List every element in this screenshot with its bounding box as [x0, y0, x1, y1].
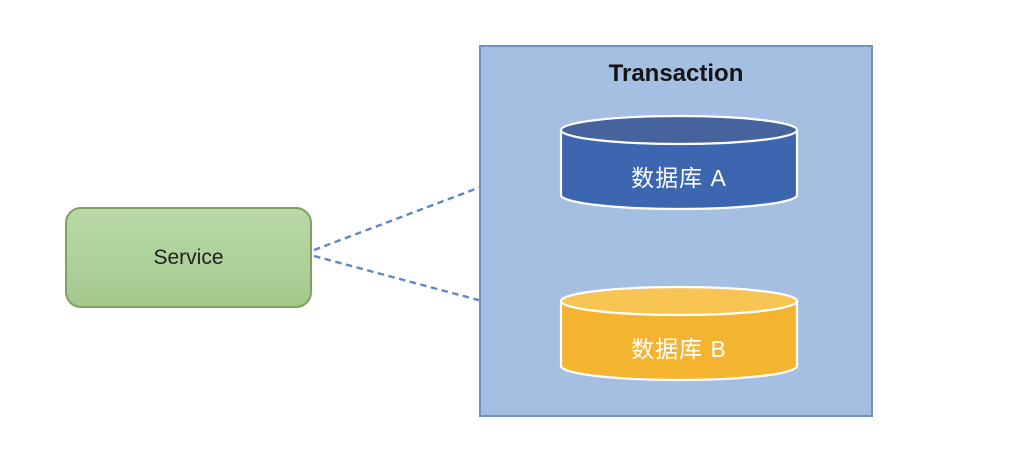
database-b-label: 数据库 B [631, 336, 727, 362]
transaction-container: Transaction 数据库 A 数据库 B [479, 45, 873, 417]
service-label: Service [153, 245, 224, 269]
database-cylinder-icon [559, 285, 799, 382]
database-cylinder-icon [559, 114, 799, 211]
database-a-node: 数据库 A [559, 114, 799, 211]
transaction-title: Transaction [608, 60, 744, 87]
service-node: Service [65, 207, 312, 308]
database-b-node: 数据库 B [559, 285, 799, 382]
database-a-label: 数据库 A [631, 165, 727, 191]
